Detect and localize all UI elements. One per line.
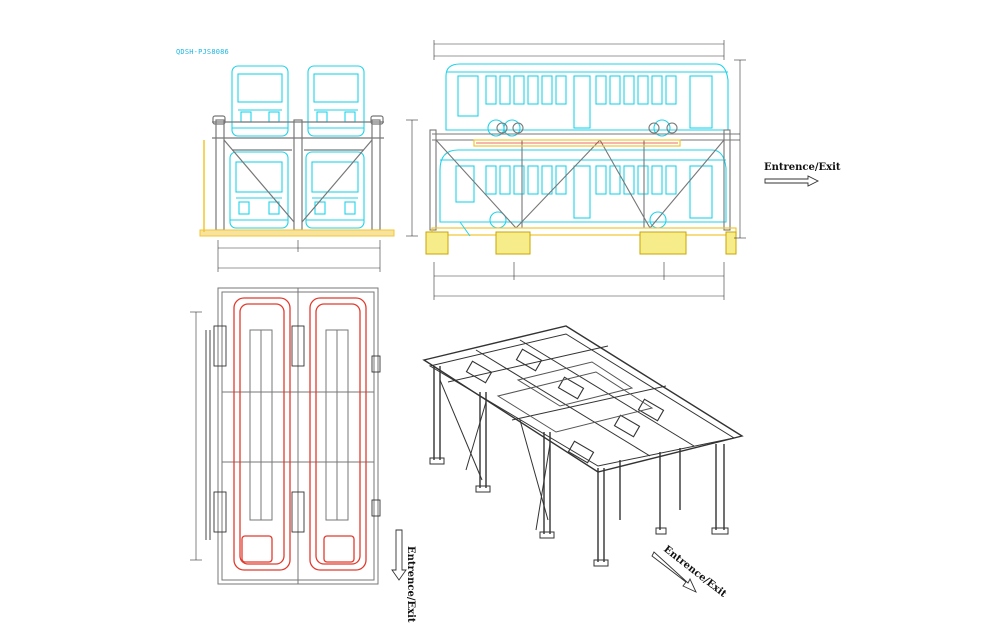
side-lower-bus <box>439 149 727 229</box>
side-upper-bus <box>445 63 729 137</box>
plan-dimensions <box>190 311 202 561</box>
side-exit-arrow-icon <box>764 175 820 187</box>
side-base-rail <box>431 227 737 236</box>
plan-exit-arrow <box>391 529 407 581</box>
iso-exit-arrow <box>651 551 697 593</box>
isometric-view <box>422 325 744 593</box>
front-elevation <box>199 65 395 272</box>
side-dimensions <box>406 40 746 300</box>
side-elevation <box>406 40 746 300</box>
side-exit-label: Entrence/Exit <box>764 162 841 173</box>
plan-buses <box>233 297 367 571</box>
front-buses <box>229 65 365 229</box>
plan-mechanisms <box>205 325 381 540</box>
front-dimensions <box>217 240 381 272</box>
plan-exit-label: Entrence/Exit <box>405 546 416 623</box>
plan-view <box>190 287 407 585</box>
front-base <box>199 229 395 237</box>
front-frame <box>212 115 384 231</box>
model-label: QDSH-PJS8086 <box>176 48 229 56</box>
side-footings <box>425 231 737 255</box>
plan-frame <box>217 287 379 585</box>
side-frame <box>429 122 740 231</box>
